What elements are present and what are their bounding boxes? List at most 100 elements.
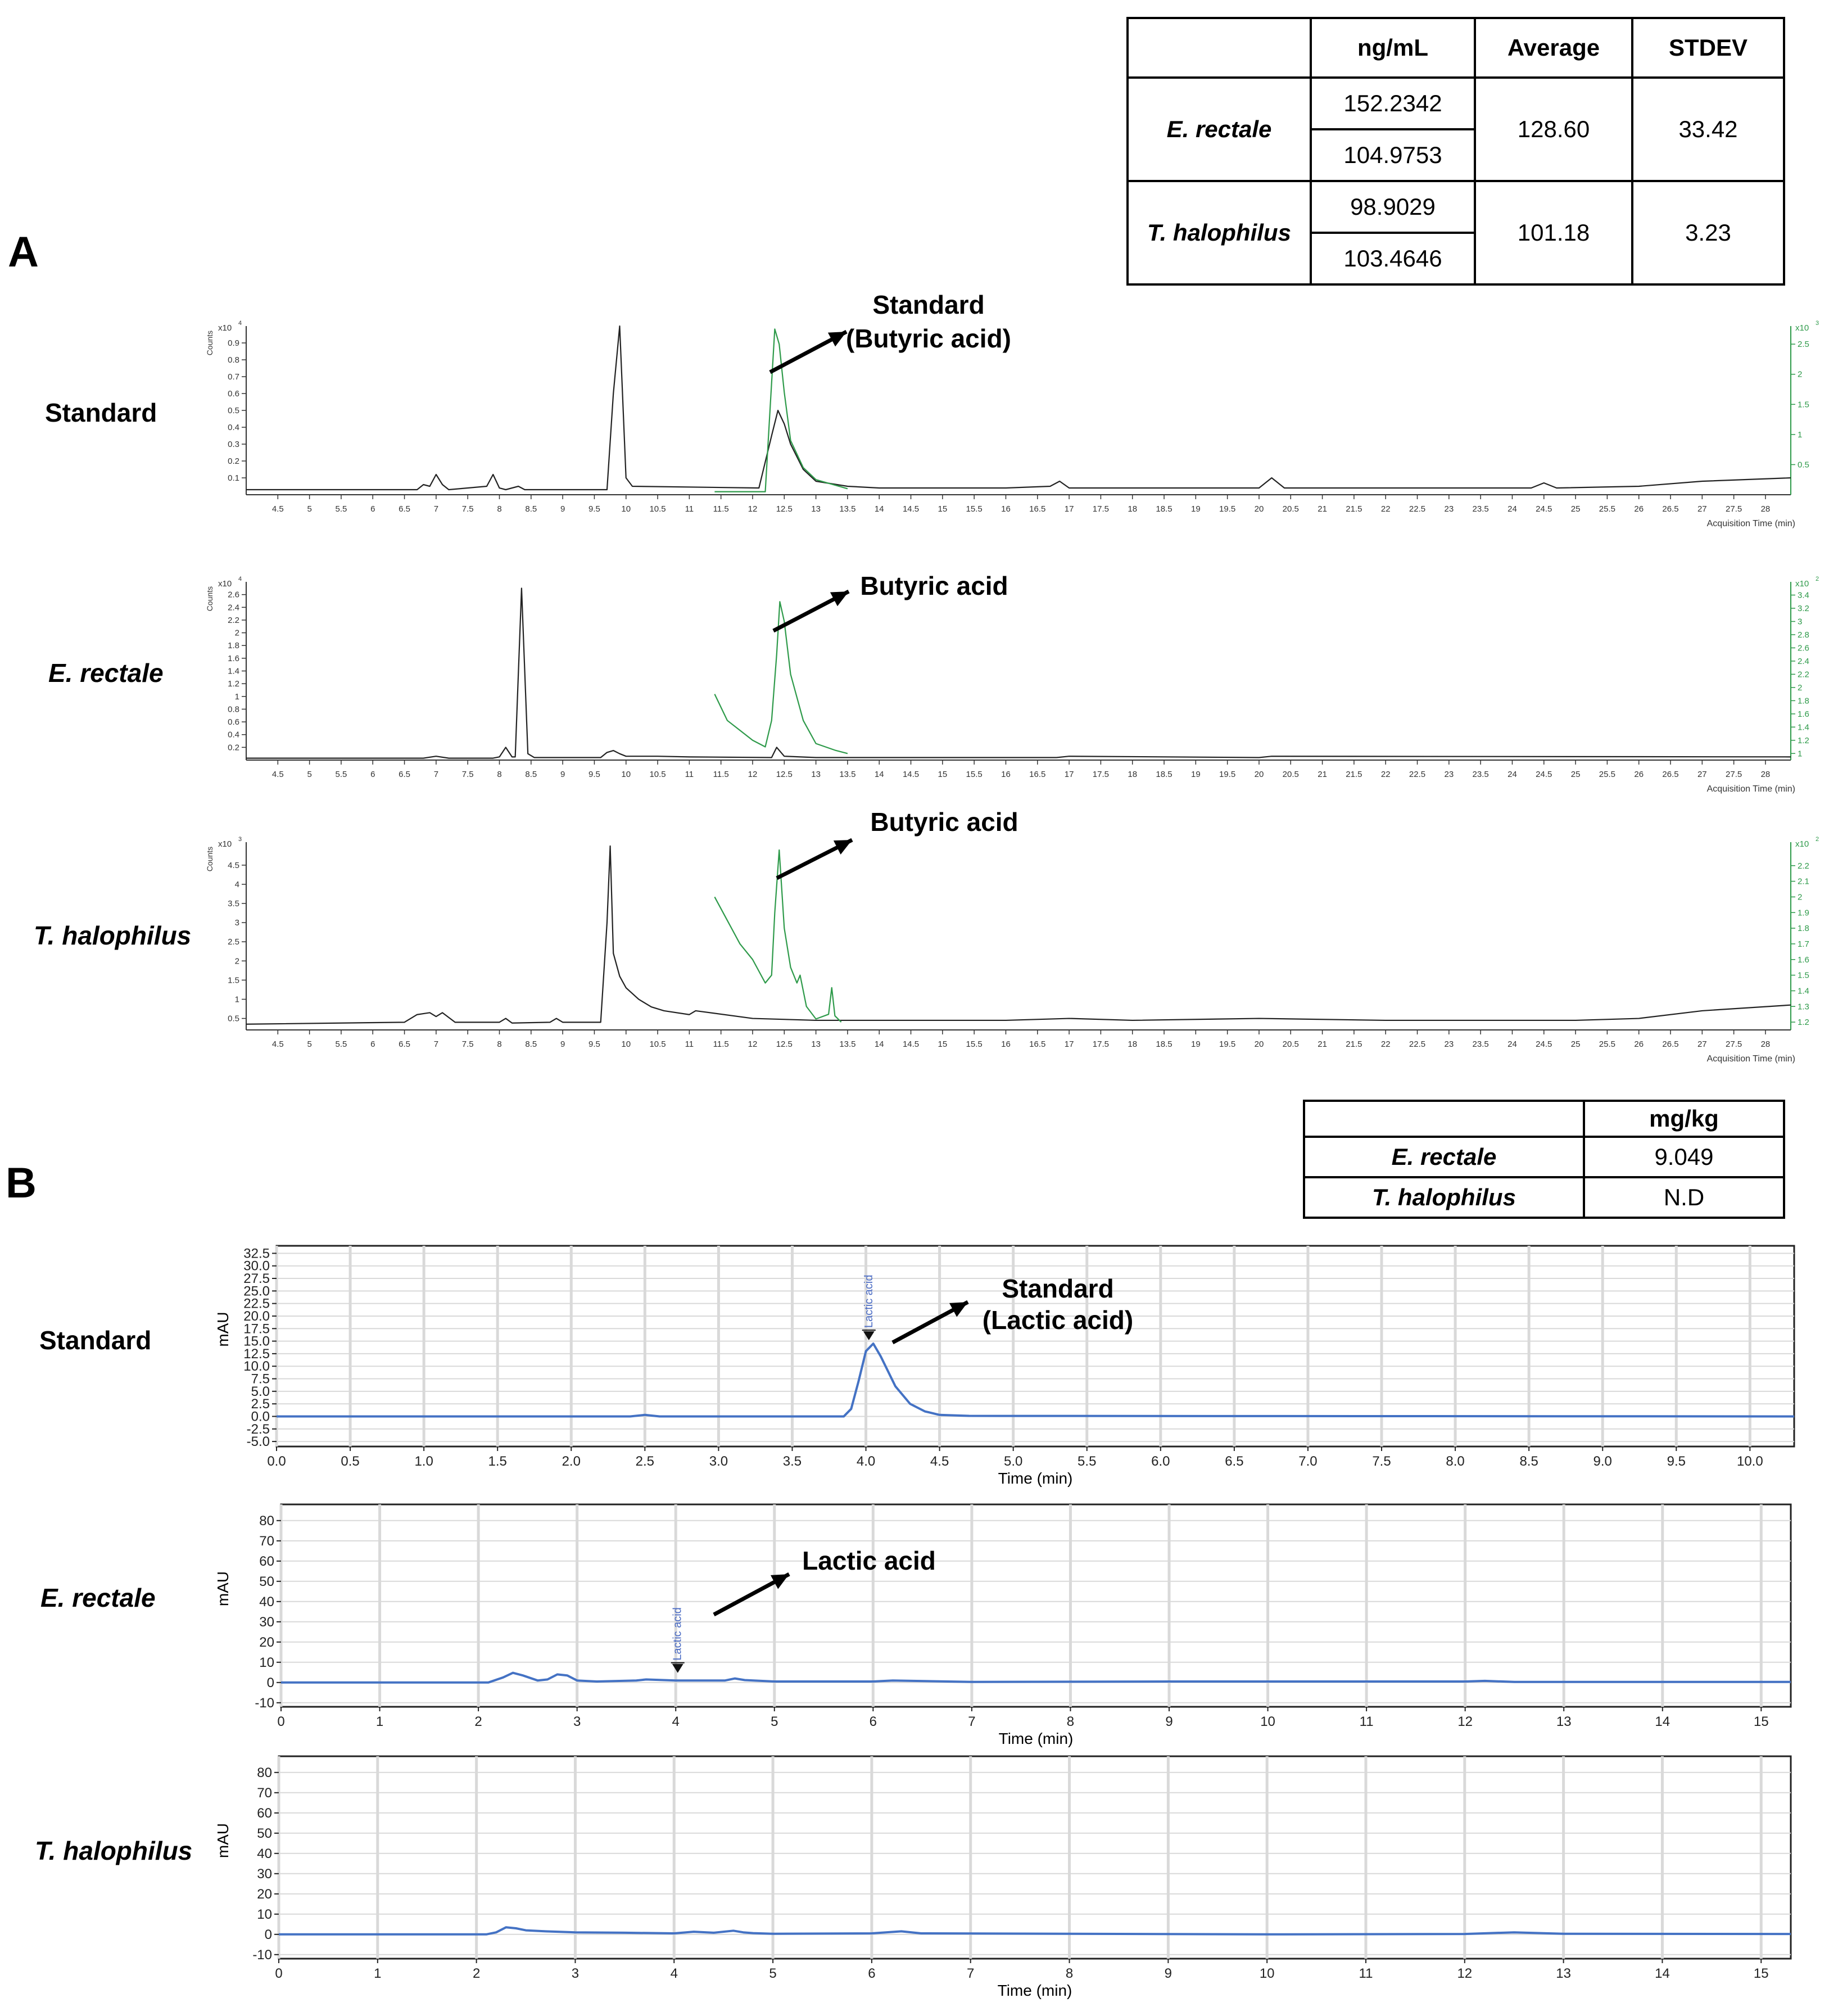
y-tick-label: 0.4 <box>228 423 239 432</box>
x-tick-label: 18.5 <box>1156 1039 1172 1049</box>
x-tick-label: 6 <box>868 1966 875 1981</box>
x-axis-title: Acquisition Time (min) <box>1707 1054 1795 1064</box>
y-tick-label: 25.0 <box>243 1283 270 1299</box>
arrow-head <box>949 1302 968 1317</box>
y2-exponent: 2 <box>1816 836 1819 843</box>
x-tick-label: 24.5 <box>1536 504 1552 514</box>
x-tick-label: 23.5 <box>1473 504 1489 514</box>
row-label: Standard <box>39 1326 151 1355</box>
y2-tick-label: 1 <box>1798 749 1802 758</box>
x-tick-label: 14.5 <box>903 1039 919 1049</box>
annotation-label: Lactic acid <box>802 1546 936 1575</box>
x-tick-label: 13.5 <box>839 504 855 514</box>
y-tick-label: 0 <box>265 1927 272 1942</box>
x-tick-label: 14 <box>875 1039 884 1049</box>
y-tick-label: 20.0 <box>243 1309 270 1324</box>
y2-exponent: 3 <box>1816 320 1819 327</box>
x-tick-label: 18.5 <box>1156 770 1172 779</box>
y2-tick-label: 3.4 <box>1798 590 1809 600</box>
annotation-label: Butyric acid <box>860 571 1008 600</box>
x-tick-label: 12 <box>748 504 758 514</box>
y2-tick-label: 2 <box>1798 370 1802 379</box>
table-b-value-thalophilus: N.D <box>1583 1176 1785 1219</box>
y-tick-label: 5.0 <box>251 1384 270 1399</box>
x-tick-label: 0 <box>277 1714 284 1729</box>
x-tick-label: 8.0 <box>1446 1454 1464 1469</box>
y-tick-label: 0.6 <box>228 717 239 727</box>
x-tick-label: 16.5 <box>1029 1039 1045 1049</box>
x-tick-label: 10 <box>1260 1966 1275 1981</box>
x-tick-label: 25 <box>1571 1039 1581 1049</box>
x-tick-label: 17.5 <box>1093 1039 1109 1049</box>
x-tick-label: 7.5 <box>1372 1454 1391 1469</box>
x-tick-label: 10 <box>621 1039 631 1049</box>
y-tick-label: -10 <box>255 1696 274 1711</box>
x-tick-label: 26 <box>1634 1039 1644 1049</box>
x-tick-label: 15.5 <box>966 504 983 514</box>
y-tick-label: 0.3 <box>228 440 239 449</box>
x-tick-label: 5 <box>307 1039 311 1049</box>
x-tick-label: 13 <box>811 504 821 514</box>
y-tick-label: 60 <box>257 1806 272 1821</box>
y-tick-label: 0.5 <box>228 1014 239 1024</box>
x-tick-label: 6 <box>370 1039 375 1049</box>
x-tick-label: 2 <box>473 1966 480 1981</box>
x-axis-title: Time (min) <box>998 1470 1073 1487</box>
x-tick-label: 12 <box>1457 1714 1473 1729</box>
x-tick-label: 26.5 <box>1662 1039 1678 1049</box>
x-tick-label: 3 <box>572 1966 579 1981</box>
x-tick-label: 14 <box>1655 1966 1670 1981</box>
x-tick-label: 10 <box>621 770 631 779</box>
y-tick-label: 3.5 <box>228 899 239 908</box>
x-tick-label: 4 <box>672 1714 680 1729</box>
x-tick-label: 25 <box>1571 770 1581 779</box>
arrow-head <box>833 840 852 855</box>
y2-multiplier: x10 <box>1795 323 1809 333</box>
y2-tick-label: 2.8 <box>1798 630 1809 640</box>
table-a-value: 104.9753 <box>1343 142 1442 168</box>
x-tick-label: 0 <box>275 1966 282 1981</box>
sim-trace <box>714 849 842 1023</box>
y-tick-label: 40 <box>259 1594 274 1610</box>
plot-frame <box>275 1245 1795 1448</box>
x-tick-label: 3.5 <box>783 1454 802 1469</box>
y-tick-label: 30 <box>257 1866 272 1882</box>
x-tick-label: 11.5 <box>713 1039 729 1049</box>
x-tick-label: 16.5 <box>1029 504 1045 514</box>
x-tick-label: 18.5 <box>1156 504 1172 514</box>
y-tick-label: 2.4 <box>228 603 239 612</box>
x-tick-label: 23 <box>1444 770 1454 779</box>
x-tick-label: 7.5 <box>462 504 474 514</box>
x-tick-label: 6.5 <box>399 770 410 779</box>
table-a-values-erectale: 152.2342 104.9753 <box>1310 76 1476 182</box>
y-tick-label: 1.5 <box>228 975 239 985</box>
row-label: Standard <box>45 398 157 427</box>
y2-tick-label: 1.8 <box>1798 924 1809 933</box>
x-tick-label: 0.0 <box>267 1454 286 1469</box>
x-tick-label: 7 <box>968 1714 975 1729</box>
y-tick-label: 0.1 <box>228 473 239 483</box>
y-tick-label: 2.5 <box>228 937 239 947</box>
panel-label-a: A <box>8 228 39 276</box>
y2-tick-label: 1.4 <box>1798 722 1809 732</box>
butyric-acid-table: ng/mL Average STDEV E. rectale 152.2342 … <box>1126 17 1785 286</box>
y-tick-label: -5.0 <box>247 1434 270 1449</box>
x-tick-label: 14 <box>1655 1714 1670 1729</box>
sim-trace <box>714 328 848 492</box>
x-tick-label: 7 <box>967 1966 974 1981</box>
x-tick-label: 27.5 <box>1726 770 1742 779</box>
table-a-average-thalophilus: 101.18 <box>1474 180 1633 286</box>
y-tick-label: 0.8 <box>228 704 239 714</box>
x-tick-label: 19 <box>1191 1039 1201 1049</box>
annotation-label: (Butyric acid) <box>846 324 1011 353</box>
x-tick-label: 24 <box>1507 770 1517 779</box>
x-tick-label: 15 <box>1754 1714 1769 1729</box>
x-tick-label: 7 <box>434 504 438 514</box>
table-a-value: 98.9029 <box>1312 182 1474 234</box>
y-tick-label: 0 <box>267 1675 274 1690</box>
